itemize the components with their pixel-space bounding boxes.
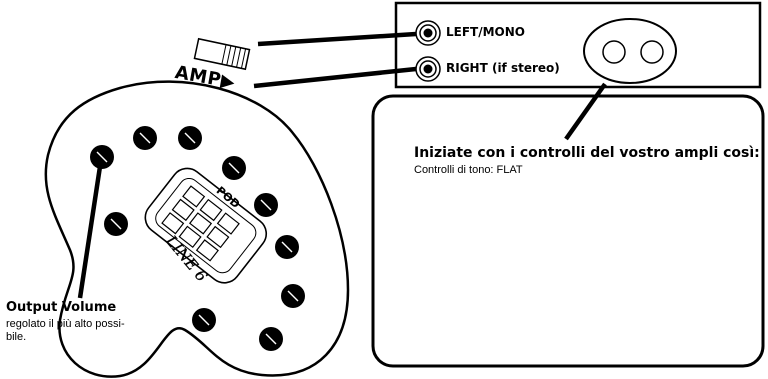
tone-pointer-line — [564, 82, 607, 141]
pod-knob — [192, 308, 216, 332]
pod-knob — [275, 235, 299, 259]
right-stereo-jack — [415, 56, 441, 82]
output-volume-title: Output Volume — [6, 300, 117, 315]
amp-tone-knob-2 — [640, 40, 664, 64]
instruction-heading: Iniziate con i controlli del vostro ampl… — [414, 145, 760, 161]
output-volume-pointer-line — [77, 159, 104, 299]
amp-tone-knob-1 — [602, 40, 626, 64]
amp-jack-panel — [394, 1, 762, 89]
left-mono-label: LEFT/MONO — [446, 25, 525, 39]
tone-controls-line: Controlli di tono: FLAT — [414, 164, 523, 176]
pod-knob — [259, 327, 283, 351]
cable-to-left-jack — [257, 31, 417, 47]
pod-knob — [133, 126, 157, 150]
right-stereo-label: RIGHT (if stereo) — [446, 61, 560, 75]
pod-knob — [281, 284, 305, 308]
left-mono-jack — [415, 20, 441, 46]
pod-knob — [104, 212, 128, 236]
pod-knob — [254, 193, 278, 217]
output-volume-description: regolato il più alto possi- bile. — [6, 318, 125, 343]
amp-tone-controls-oval — [583, 18, 677, 84]
pod-knob — [178, 126, 202, 150]
amp-output-switch — [193, 37, 251, 71]
cable-to-right-jack — [253, 66, 417, 89]
pod-knob — [222, 156, 246, 180]
pod-button-panel — [144, 167, 268, 284]
instruction-box — [371, 94, 765, 368]
pod-knob — [90, 145, 114, 169]
